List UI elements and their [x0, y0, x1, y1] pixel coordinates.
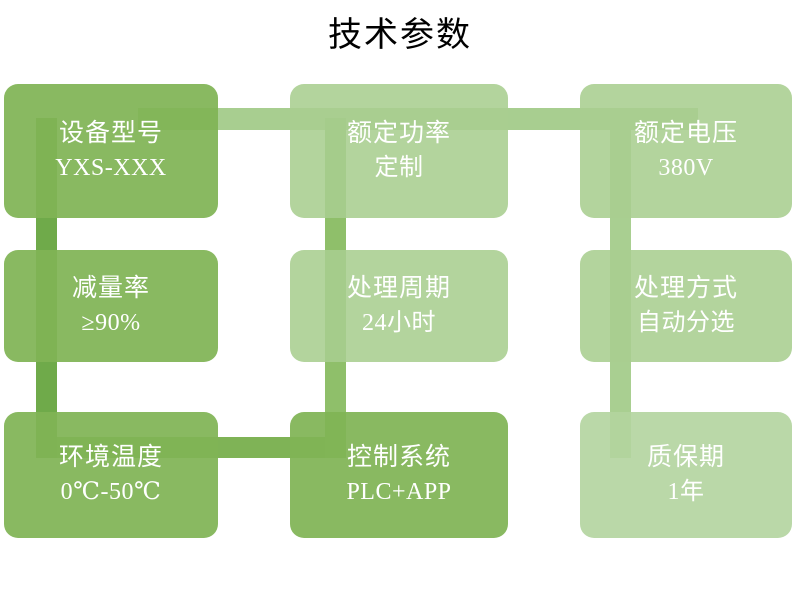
card-control-system[interactable]: 控制系统 PLC+APP — [290, 412, 508, 538]
card-processing-method[interactable]: 处理方式 自动分选 — [580, 250, 792, 362]
card-reduction-rate[interactable]: 减量率 ≥90% — [4, 250, 218, 362]
card-warranty-period[interactable]: 质保期 1年 — [580, 412, 792, 538]
card-label: 处理周期 — [346, 275, 451, 302]
card-value: YXS-XXX — [55, 155, 167, 181]
card-label: 环境温度 — [58, 444, 163, 471]
card-label: 减量率 — [71, 275, 150, 302]
card-rated-power[interactable]: 额定功率 定制 — [290, 84, 508, 218]
card-value: 0℃-50℃ — [60, 479, 162, 505]
card-ambient-temperature[interactable]: 环境温度 0℃-50℃ — [4, 412, 218, 538]
card-equipment-model[interactable]: 设备型号 YXS-XXX — [4, 84, 218, 218]
card-value: 1年 — [667, 479, 705, 505]
card-rated-voltage[interactable]: 额定电压 380V — [580, 84, 792, 218]
card-label: 额定电压 — [633, 120, 738, 147]
card-value: ≥90% — [81, 310, 141, 336]
card-value: 380V — [658, 155, 714, 181]
card-value: PLC+APP — [346, 479, 452, 505]
card-label: 处理方式 — [633, 275, 738, 302]
card-label: 控制系统 — [346, 444, 451, 471]
card-value: 定制 — [374, 155, 424, 181]
card-label: 质保期 — [646, 444, 725, 471]
card-value: 24小时 — [362, 310, 436, 336]
card-processing-cycle[interactable]: 处理周期 24小时 — [290, 250, 508, 362]
card-label: 设备型号 — [58, 120, 163, 147]
card-value: 自动分选 — [637, 310, 735, 336]
page-title: 技术参数 — [328, 17, 472, 54]
card-label: 额定功率 — [346, 120, 451, 147]
